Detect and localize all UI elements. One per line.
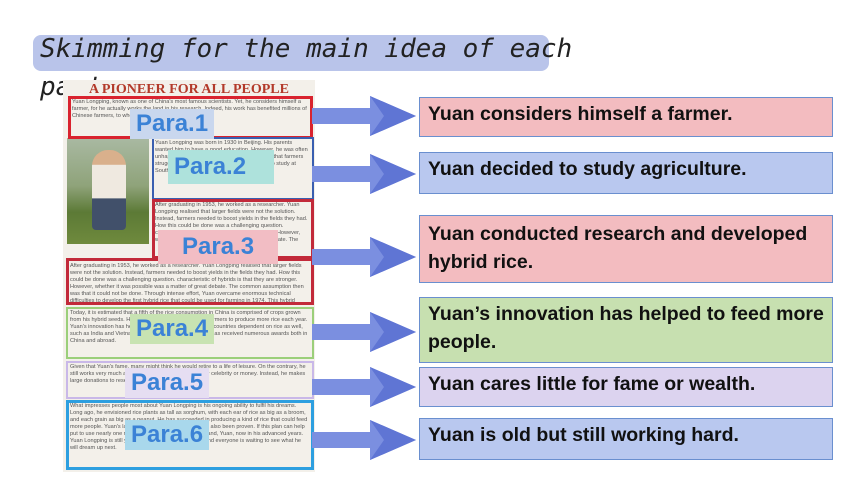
arrow-para-3-icon — [312, 237, 416, 277]
para-3-frame-bottom — [66, 258, 314, 305]
farmer-figure — [92, 150, 126, 230]
arrow-para-4-icon — [312, 312, 416, 352]
summary-para-1: Yuan considers himself a farmer. — [419, 97, 833, 137]
para-3-label: Para.3 — [158, 230, 279, 264]
arrow-para-2-icon — [312, 154, 416, 194]
summary-para-4: Yuan’s innovation has helped to feed mor… — [419, 297, 833, 363]
summary-para-5: Yuan cares little for fame or wealth. — [419, 367, 833, 407]
para-1-label: Para.1 — [130, 109, 215, 139]
arrow-para-6-icon — [312, 420, 416, 460]
arrow-para-1-icon — [312, 96, 416, 136]
summary-para-6: Yuan is old but still working hard. — [419, 418, 833, 460]
para-4-label: Para.4 — [130, 314, 215, 344]
para-6-label: Para.6 — [125, 420, 210, 450]
slide-title: Skimming for the main idea of each part — [40, 34, 573, 102]
arrow-para-5-icon — [312, 367, 416, 407]
title-banner — [33, 35, 549, 71]
para-5-label: Para.5 — [125, 368, 210, 398]
summary-para-3: Yuan conducted research and developed hy… — [419, 215, 833, 283]
para-2-label: Para.2 — [168, 150, 275, 184]
article-para-3-text-bottom: After graduating in 1953, he worked as a… — [70, 263, 304, 303]
summary-para-2: Yuan decided to study agriculture. — [419, 152, 833, 194]
article-heading: A PIONEER FOR ALL PEOPLE — [89, 82, 289, 97]
